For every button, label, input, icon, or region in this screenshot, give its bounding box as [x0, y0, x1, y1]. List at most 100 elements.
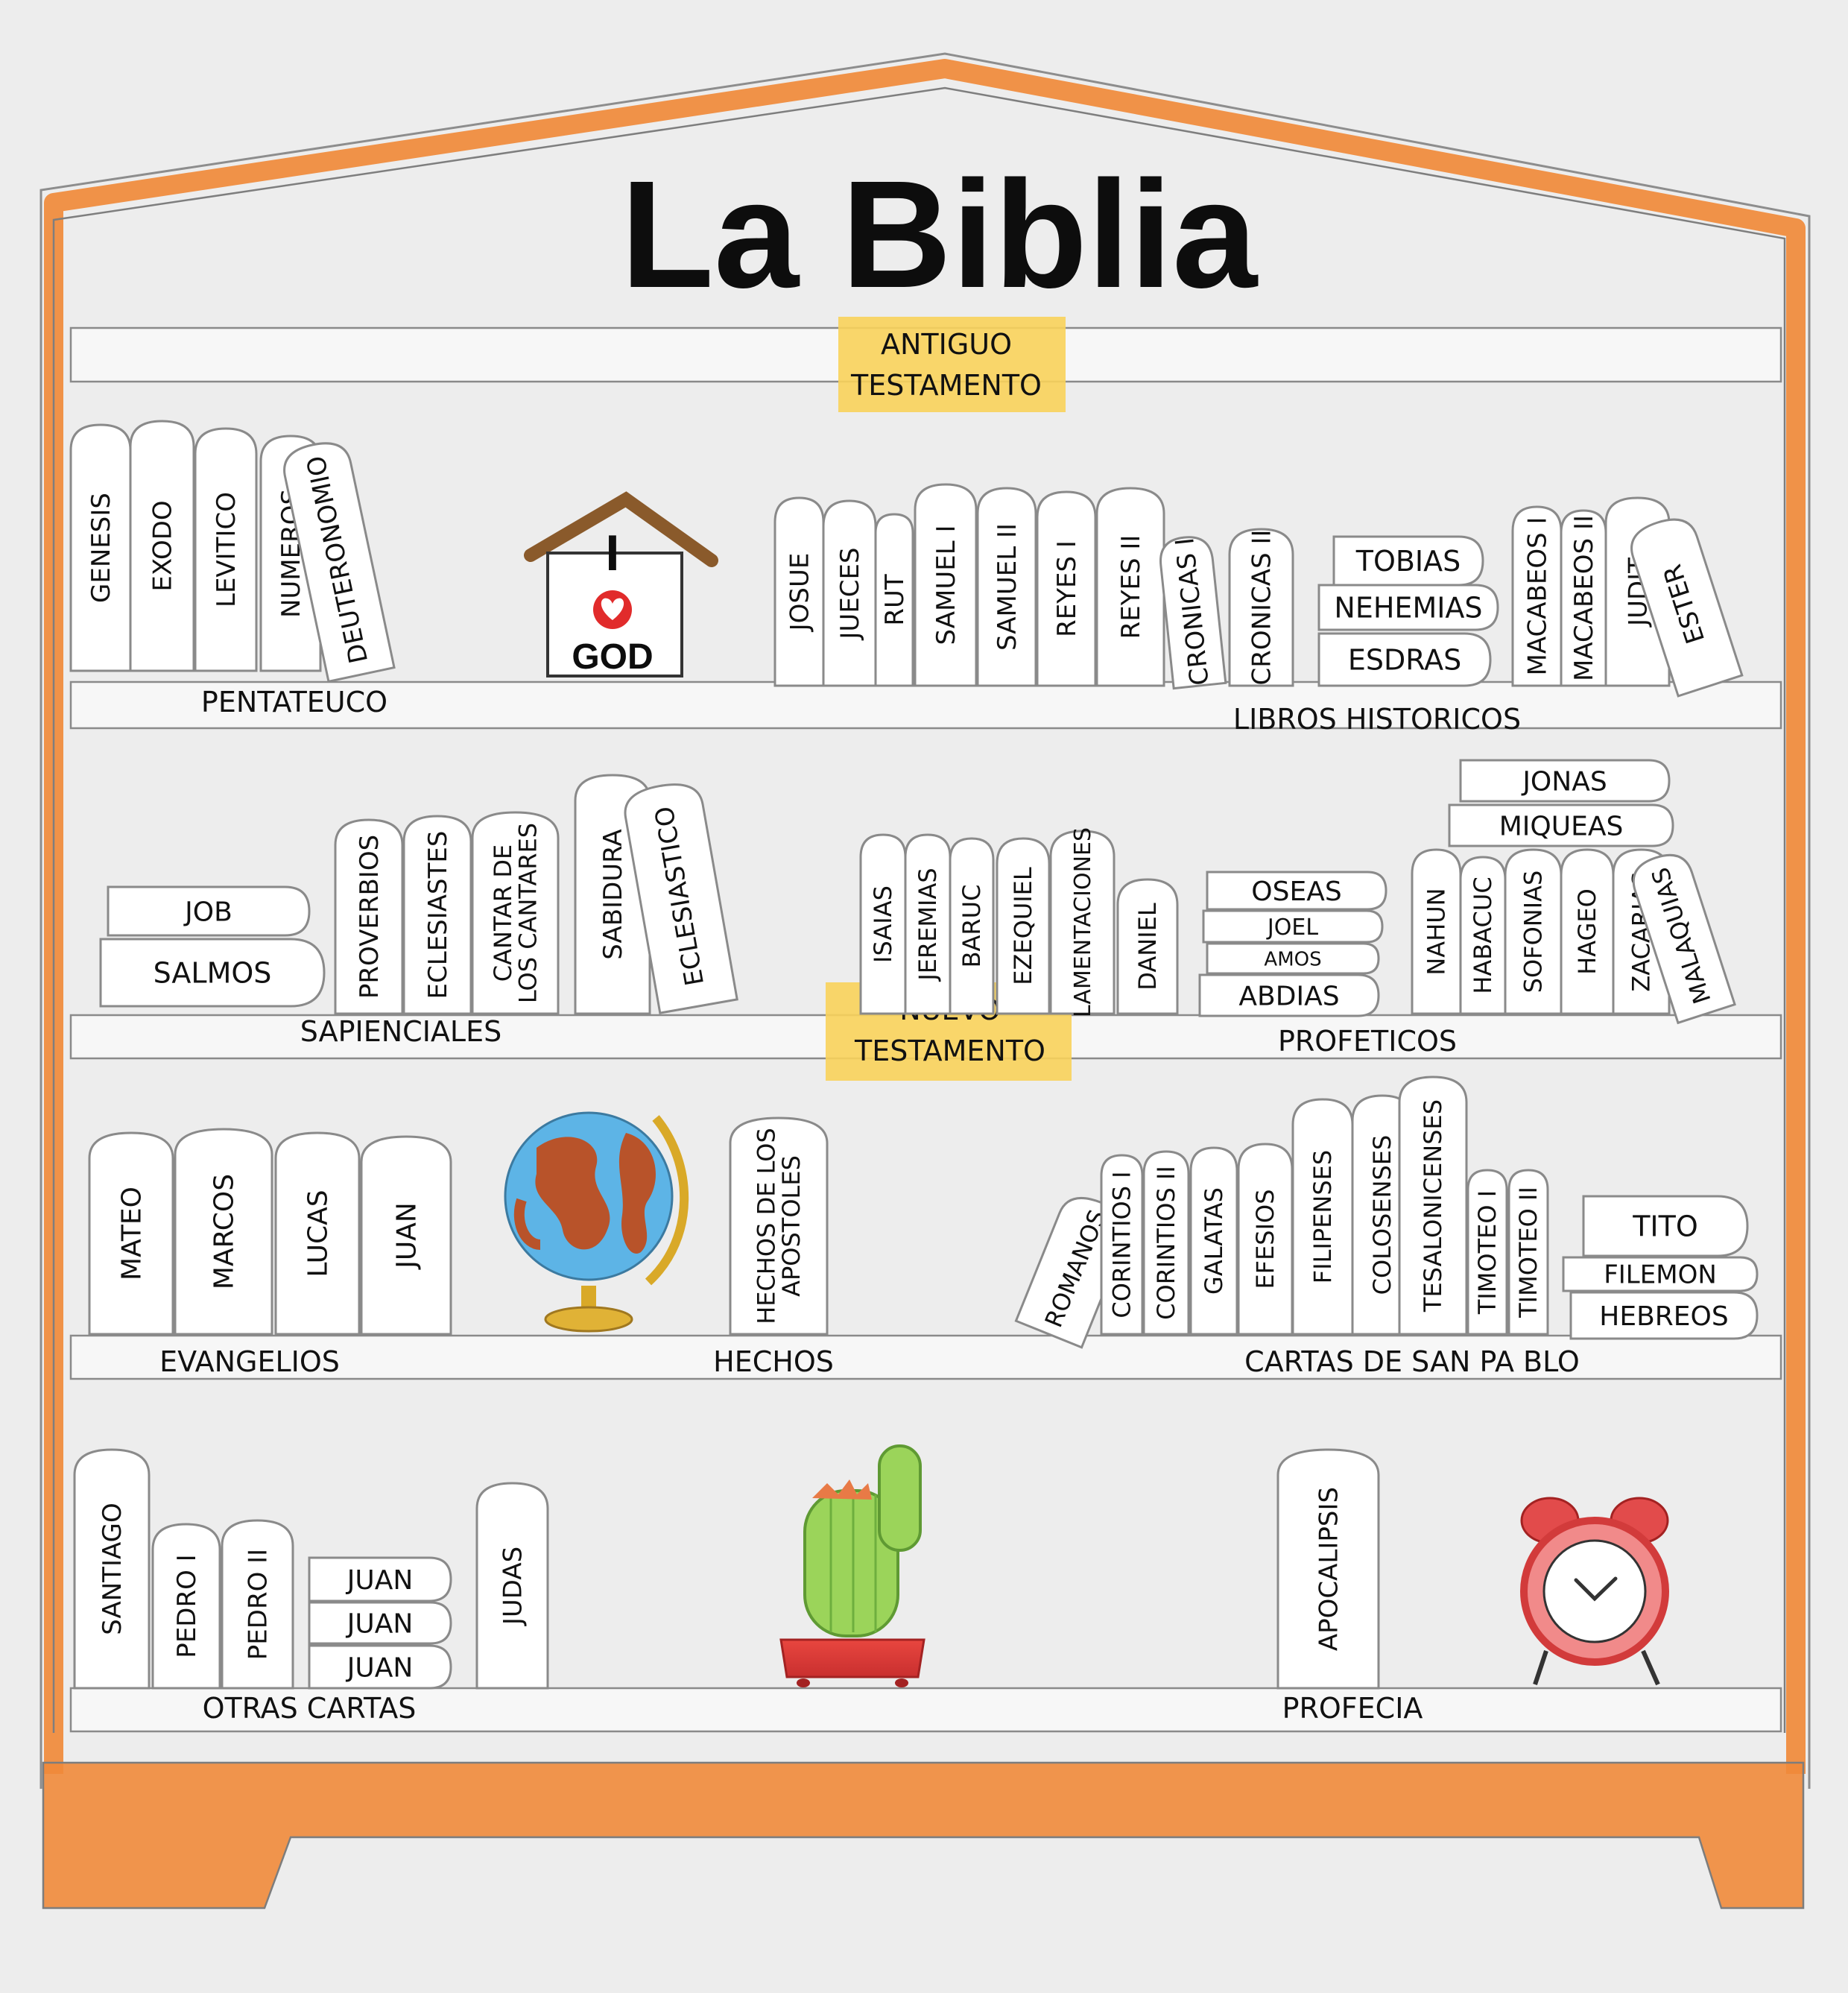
book-title: SALMOS [154, 957, 272, 990]
book-nehemias: NEHEMIAS [1317, 584, 1499, 631]
book-hebreos: HEBREOS [1569, 1291, 1759, 1340]
book-genesis: GENESIS [69, 423, 132, 672]
book-tito: TITO [1582, 1195, 1749, 1257]
book-efesios: EFESIOS [1237, 1143, 1294, 1336]
book-filipenses: FILIPENSES [1291, 1098, 1354, 1336]
book-title: ESDRAS [1348, 644, 1461, 677]
book-samuel-i: SAMUEL I [914, 483, 978, 687]
book-title: PROVERBIOS [355, 835, 385, 999]
book-title: HEBREOS [1599, 1301, 1728, 1332]
book-title: LUCAS [303, 1190, 334, 1277]
book-salmos: SALMOS [99, 938, 326, 1008]
book-title: LEVITICO [212, 492, 241, 607]
old-testament-line-1: ANTIGUO [881, 328, 1012, 361]
globe-icon [504, 1111, 689, 1333]
book-title: PEDRO I [172, 1554, 202, 1658]
book-title: SANTIAGO [98, 1503, 127, 1634]
book-title: GALATAS [1200, 1187, 1228, 1295]
book-title: RUT [880, 574, 910, 626]
section-sapienciales: SAPIENCIALES [300, 1015, 501, 1048]
book-cronicas-ii: CRONICAS II [1228, 528, 1294, 687]
book-title: APOSTOLES [777, 1155, 806, 1297]
alarm-clock-icon [1520, 1497, 1669, 1686]
book-proverbios: PROVERBIOS [334, 818, 404, 1015]
book-title: SAMUEL I [931, 525, 961, 645]
book-title: CRONICAS II [1247, 529, 1276, 685]
book-title: CORINTIOS I [1108, 1171, 1136, 1318]
book-title: LAMENTACIONES [1070, 827, 1096, 1017]
book-baruc: BARUC [949, 837, 995, 1015]
book-job: JOB [107, 885, 311, 937]
book-title: REYES I [1052, 540, 1082, 637]
house-sign-line-1: I [606, 525, 620, 581]
book-joel: JOEL [1202, 909, 1384, 944]
book-tesalonicenses: TESALONICENSES [1398, 1076, 1468, 1336]
book-rut: RUT [874, 513, 914, 687]
book-esdras: ESDRAS [1317, 632, 1492, 687]
book-juan-3: JUAN [308, 1644, 452, 1690]
book-timoteo-i: TIMOTEO I [1466, 1169, 1508, 1336]
book-title: DANIEL [1133, 903, 1162, 991]
book-abdias: ABDIAS [1198, 973, 1380, 1017]
book-ester: ESTER [1630, 518, 1744, 698]
book-title: JONAS [1521, 766, 1607, 797]
house-sign-icon: I GOD [524, 491, 718, 678]
shelf-frame [39, 52, 1811, 1789]
book-habacuc: HABACUC [1459, 856, 1507, 1015]
book-title: TOBIAS [1355, 545, 1461, 578]
book-title: CANTAR DE [489, 844, 517, 982]
book-santiago: SANTIAGO [73, 1448, 151, 1690]
book-title: LOS CANTARES [514, 823, 542, 1003]
book-judas: JUDAS [475, 1482, 549, 1690]
page-title: La Biblia [621, 149, 1259, 320]
book-title: JUAN [346, 1652, 414, 1683]
section-cartas-de-san-pablo: CARTAS DE SAN PA BLO [1244, 1345, 1580, 1378]
book-eclesiastes: ECLESIASTES [402, 815, 472, 1015]
book-juan-2: JUAN [308, 1601, 452, 1645]
book-miqueas: MIQUEAS [1448, 803, 1674, 847]
book-mateo: MATEO [88, 1131, 174, 1336]
book-reyes-ii: REYES II [1095, 487, 1165, 687]
book-title: APOCALIPSIS [1314, 1487, 1344, 1651]
book-lamentaciones: LAMENTACIONES [1049, 827, 1116, 1017]
house-sign-line-2: GOD [572, 637, 653, 677]
new-testament-line-2: TESTAMENTO [854, 1035, 1045, 1067]
book-title: TITO [1632, 1210, 1698, 1243]
book-title: FILIPENSES [1309, 1150, 1337, 1283]
book-title: JUAN [346, 1565, 414, 1596]
section-pentateuco: PENTATEUCO [201, 686, 387, 718]
book-title: ISAIAS [869, 885, 897, 963]
book-title: JUAN [392, 1202, 423, 1270]
book-amos: AMOS [1206, 942, 1380, 975]
book-cronicas-i: CRONICAS I [1159, 536, 1227, 690]
book-title: OSEAS [1251, 877, 1341, 907]
cactus-icon [779, 1444, 925, 1687]
book-sofonias: SOFONIAS [1504, 848, 1563, 1015]
book-apocalipsis: APOCALIPSIS [1276, 1448, 1380, 1690]
book-title: TIMOTEO I [1473, 1190, 1502, 1315]
old-testament-label: ANTIGUO TESTAMENTO [838, 317, 1066, 412]
book-title: TIMOTEO II [1514, 1187, 1542, 1318]
book-title: JOB [183, 897, 232, 927]
section-hechos: HECHOS [713, 1345, 834, 1378]
book-exodo: EXODO [129, 420, 195, 672]
book-title: JUECES [835, 547, 865, 640]
book-title: HECHOS DE LOS [752, 1128, 780, 1324]
book-isaias: ISAIAS [859, 833, 907, 1015]
section-profecia: PROFECIA [1282, 1692, 1423, 1725]
book-marcos: MARCOS [174, 1128, 273, 1336]
section-profeticos: PROFETICOS [1278, 1025, 1457, 1058]
book-ezequiel: EZEQUIEL [996, 837, 1051, 1015]
book-oseas: OSEAS [1206, 871, 1387, 911]
book-title: ABDIAS [1238, 981, 1339, 1011]
book-pedro-i: PEDRO I [151, 1523, 221, 1690]
book-tobias: TOBIAS [1332, 535, 1484, 587]
book-title: MATEO [117, 1187, 148, 1280]
book-title: CORINTIOS II [1152, 1166, 1180, 1320]
old-testament-line-2: TESTAMENTO [850, 369, 1042, 402]
book-title: MARCOS [209, 1174, 240, 1289]
section-otras-cartas: OTRAS CARTAS [203, 1692, 417, 1725]
